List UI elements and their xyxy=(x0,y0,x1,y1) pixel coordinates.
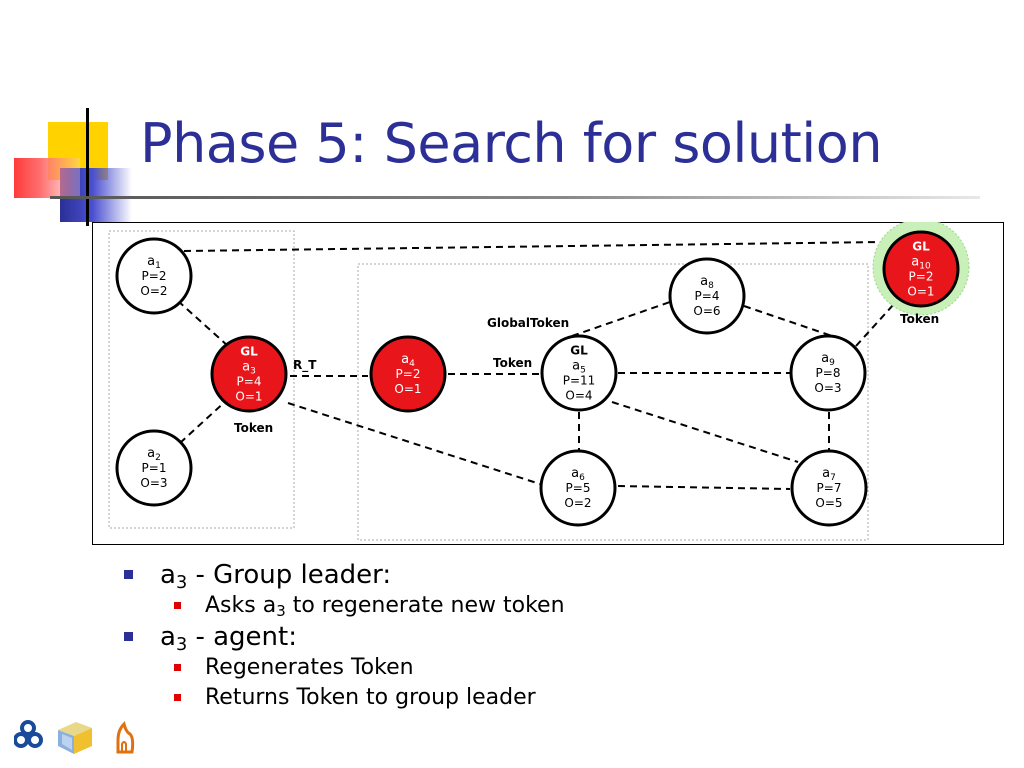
node-circle xyxy=(540,334,618,412)
node-value: O=1 xyxy=(235,390,262,404)
node-circle xyxy=(789,334,867,412)
label-global-token: GlobalToken xyxy=(487,316,569,330)
corner-red-square xyxy=(14,158,80,198)
node-value: P=8 xyxy=(816,366,841,380)
sub-bullet-item: Asks a3 to regenerate new token xyxy=(174,593,565,621)
group-box-right xyxy=(357,263,869,541)
node-value: P=2 xyxy=(142,269,167,283)
bullet-marker xyxy=(124,632,133,641)
node-name: a6 xyxy=(571,466,585,483)
label-token-a3: Token xyxy=(234,421,273,435)
node-name: a1 xyxy=(147,254,161,271)
sub-bullet-text: to regenerate new token xyxy=(285,593,565,618)
label-token-a10: Token xyxy=(900,312,939,326)
bullet-subscript: 3 xyxy=(175,634,188,655)
node-name: a2 xyxy=(147,446,161,463)
node-value: O=3 xyxy=(814,381,841,395)
node-circle xyxy=(539,449,617,527)
node-circle xyxy=(668,257,746,335)
node-value: P=4 xyxy=(695,289,720,303)
node-value: P=1 xyxy=(142,461,167,475)
edge-a2-a3 xyxy=(179,398,229,444)
node-name: a4 xyxy=(401,352,415,369)
sub-bullet-subscript: 3 xyxy=(276,602,286,621)
bullet-marker xyxy=(124,570,133,579)
trefoil-logo-icon xyxy=(14,720,43,748)
node-circle xyxy=(115,237,193,315)
edge-a1-a10 xyxy=(183,241,883,252)
node-circle xyxy=(882,230,960,308)
node-circle xyxy=(369,335,447,413)
node-name: a8 xyxy=(700,274,714,291)
sub-bullet-marker xyxy=(174,664,181,671)
node-value: P=2 xyxy=(909,270,934,284)
node-value: P=7 xyxy=(817,481,842,495)
sub-bullet-text: Regenerates Token xyxy=(205,655,414,680)
node-gl-label: GL xyxy=(570,344,588,358)
node-circle xyxy=(790,449,868,527)
node-a6: a6P=5O=2 xyxy=(539,449,617,527)
node-value: O=2 xyxy=(564,496,591,510)
node-a1: a1P=2O=2 xyxy=(115,237,193,315)
bullet-text: a xyxy=(160,622,176,652)
node-value: O=1 xyxy=(907,285,934,299)
node-value: O=4 xyxy=(565,389,592,403)
node-name: a7 xyxy=(822,466,836,483)
bullet-text: - Group leader: xyxy=(187,560,392,590)
flame-logo-icon xyxy=(116,721,135,754)
edge-a3-a6 xyxy=(287,402,541,485)
node-value: P=4 xyxy=(237,375,262,389)
bullet-item: a3 - Group leader: xyxy=(124,560,392,593)
label-token-a5: Token xyxy=(493,356,532,370)
node-a7: a7P=7O=5 xyxy=(790,449,868,527)
group-box-left xyxy=(108,230,295,529)
bullet-text: a xyxy=(160,560,176,590)
node-a8: a8P=4O=6 xyxy=(668,257,746,335)
node-name: a3 xyxy=(242,360,256,377)
edge-a5-a7 xyxy=(611,401,799,463)
node-name: a9 xyxy=(821,351,835,368)
node-a2: a2P=1O=3 xyxy=(115,429,193,507)
node-value: O=5 xyxy=(815,496,842,510)
sub-bullet-item: Regenerates Token xyxy=(174,655,414,680)
edge-a6-a7 xyxy=(617,485,791,490)
node-circle xyxy=(210,335,288,413)
node-value: O=2 xyxy=(140,284,167,298)
corner-vertical-line xyxy=(86,108,89,226)
sub-bullet-item: Returns Token to group leader xyxy=(174,685,536,710)
sub-bullet-marker xyxy=(174,602,181,609)
slide-title: Phase 5: Search for solution xyxy=(140,112,883,175)
node-value: P=11 xyxy=(563,374,596,388)
sub-bullet-text: Returns Token to group leader xyxy=(205,685,536,710)
node-name: a5 xyxy=(572,359,586,376)
node-value: P=2 xyxy=(396,367,421,381)
node-value: P=5 xyxy=(566,481,591,495)
title-underline xyxy=(50,196,980,199)
node-name: a10 xyxy=(911,255,931,272)
network-diagram: a1P=2O=2a2P=1O=3GLa3P=4O=1a4P=2O=1GLa5P=… xyxy=(92,222,1004,545)
node-circle xyxy=(115,429,193,507)
edge-a5-a8 xyxy=(571,301,671,337)
edge-a9-a10 xyxy=(855,303,895,347)
node-value: O=6 xyxy=(693,304,720,318)
node-a9: a9P=8O=3 xyxy=(789,334,867,412)
node-gl-label: GL xyxy=(912,240,930,254)
sub-bullet-marker xyxy=(174,694,181,701)
sub-bullet-text: Asks a xyxy=(205,593,277,618)
label-rt: R_T xyxy=(293,358,317,373)
edge-a8-a9 xyxy=(743,305,833,337)
footer-logos xyxy=(14,720,135,754)
node-a4: a4P=2O=1 xyxy=(369,335,447,413)
cube-logo-icon xyxy=(58,722,92,754)
node-value: O=3 xyxy=(140,476,167,490)
bullet-subscript: 3 xyxy=(175,572,188,593)
bullet-text: - agent: xyxy=(187,622,297,652)
bullet-item: a3 - agent: xyxy=(124,622,297,655)
node-gl-label: GL xyxy=(240,345,258,359)
node-value: O=1 xyxy=(394,382,421,396)
